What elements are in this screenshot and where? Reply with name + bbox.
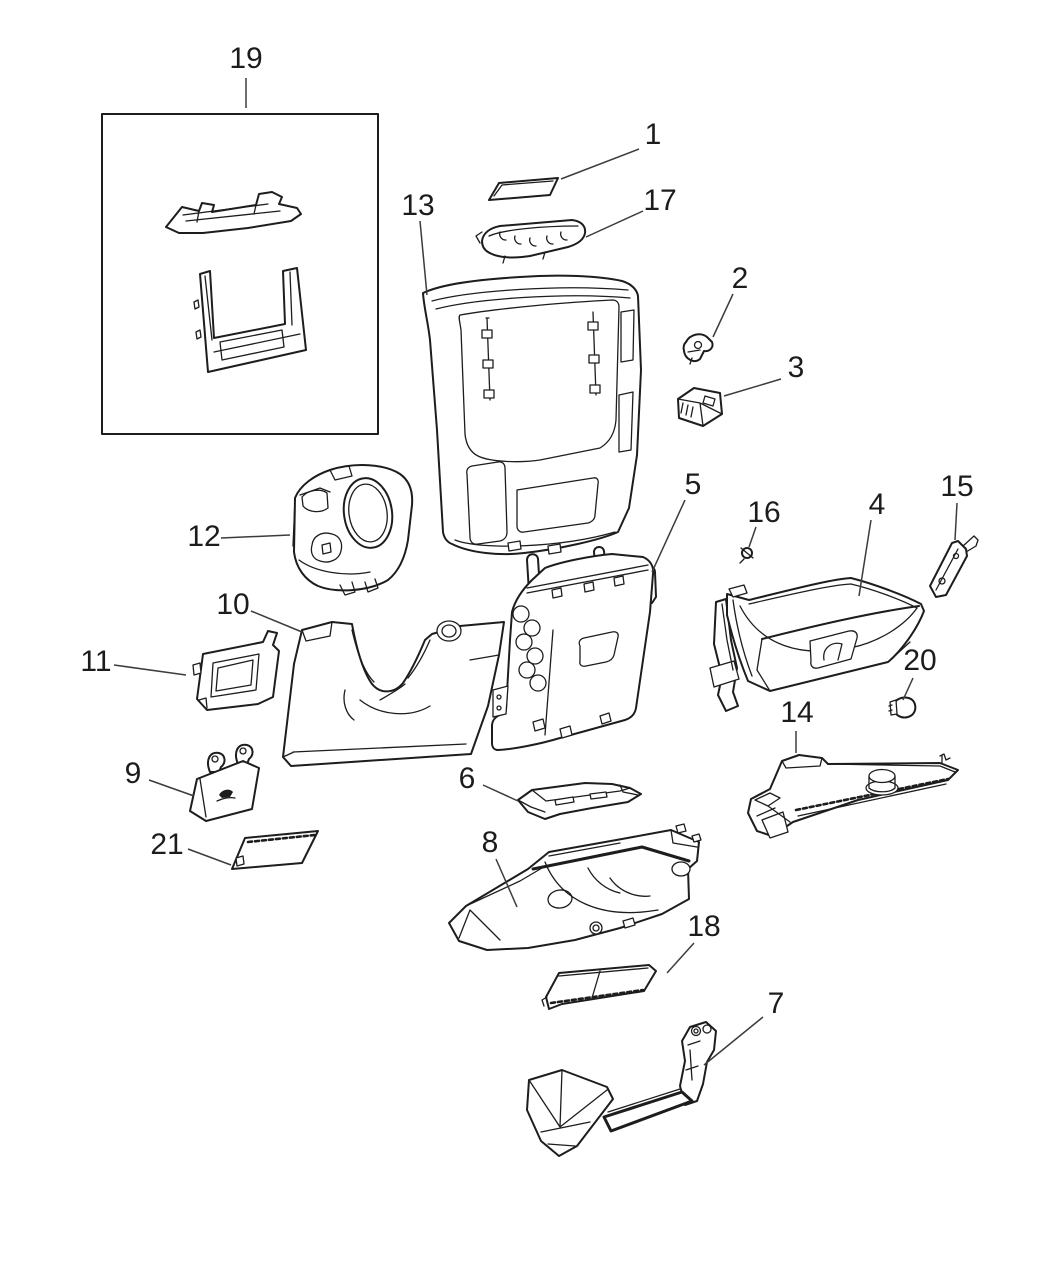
callout-10-leader <box>250 610 303 633</box>
part-4-glove-box <box>709 577 925 712</box>
part-20-knob <box>888 696 917 719</box>
part-16-screw <box>739 547 754 564</box>
part-7-lower-left-trim <box>526 1021 717 1157</box>
callout-label-13: 13 <box>401 189 434 222</box>
part-19-kit-box <box>101 113 379 435</box>
part-3-switch-pocket <box>677 387 723 427</box>
part-5-center-stack-bracket <box>491 546 657 751</box>
callout-5-leader <box>651 499 686 573</box>
part-8-lower-center-cover <box>448 823 702 951</box>
callout-15-leader <box>954 502 958 541</box>
callout-20-leader <box>902 677 914 701</box>
callout-label-2: 2 <box>732 262 749 295</box>
callout-label-16: 16 <box>747 496 780 529</box>
callout-label-3: 3 <box>788 351 805 384</box>
callout-label-14: 14 <box>780 696 813 729</box>
callout-label-10: 10 <box>216 588 249 621</box>
part-14-silencer-panel <box>747 753 959 839</box>
callout-label-6: 6 <box>459 762 476 795</box>
part-10-lower-left-panel <box>282 620 505 767</box>
callout-label-9: 9 <box>125 757 142 790</box>
callout-1-leader <box>560 148 640 180</box>
callout-labels: 19 1 17 13 2 3 12 5 16 4 15 10 11 20 14 … <box>80 42 973 1020</box>
part-21-cover-panel <box>231 830 319 870</box>
callout-6-leader <box>482 784 519 802</box>
callout-17-leader <box>585 210 644 238</box>
callout-label-8: 8 <box>482 826 499 859</box>
callout-label-15: 15 <box>940 470 973 503</box>
callout-2-leader <box>712 293 734 338</box>
callout-label-21: 21 <box>150 828 183 861</box>
callout-16-leader <box>748 526 757 548</box>
callout-8-leader <box>495 858 518 908</box>
callout-label-5: 5 <box>685 468 702 501</box>
part-19-lower-trim-frame <box>193 267 307 373</box>
part-17-defroster-grille <box>475 219 587 264</box>
callout-label-12: 12 <box>187 520 220 553</box>
part-15-bracket <box>929 535 979 598</box>
part-19-upper-trim-strip <box>165 191 302 234</box>
callout-4-leader <box>858 519 872 597</box>
part-13-instrument-panel-bezel <box>422 274 642 556</box>
callout-13-leader <box>419 220 428 296</box>
leader-lines <box>113 78 958 1066</box>
callout-12-leader <box>220 534 291 539</box>
callout-label-19: 19 <box>229 42 262 75</box>
part-9-release-handle-panel <box>189 743 260 822</box>
callout-label-18: 18 <box>687 910 720 943</box>
callout-label-4: 4 <box>869 488 886 521</box>
callout-label-11: 11 <box>80 645 111 678</box>
part-11-bin-bezel <box>192 630 280 711</box>
callout-7-leader <box>703 1016 764 1066</box>
part-6-bracket-plate <box>517 782 642 820</box>
callout-18-leader <box>666 942 695 974</box>
callout-9-leader <box>148 779 195 797</box>
callout-label-1: 1 <box>645 118 662 151</box>
part-1-top-cover-strip <box>488 177 559 201</box>
callout-3-leader <box>723 378 782 397</box>
callout-11-leader <box>113 664 187 676</box>
part-12-steering-column-shroud <box>292 464 414 596</box>
part-18-floor-duct <box>541 964 657 1010</box>
part-2-clip <box>682 333 714 365</box>
callout-label-20: 20 <box>903 644 936 677</box>
callout-label-7: 7 <box>768 987 785 1020</box>
callout-label-17: 17 <box>643 184 676 217</box>
callout-21-leader <box>187 848 232 866</box>
